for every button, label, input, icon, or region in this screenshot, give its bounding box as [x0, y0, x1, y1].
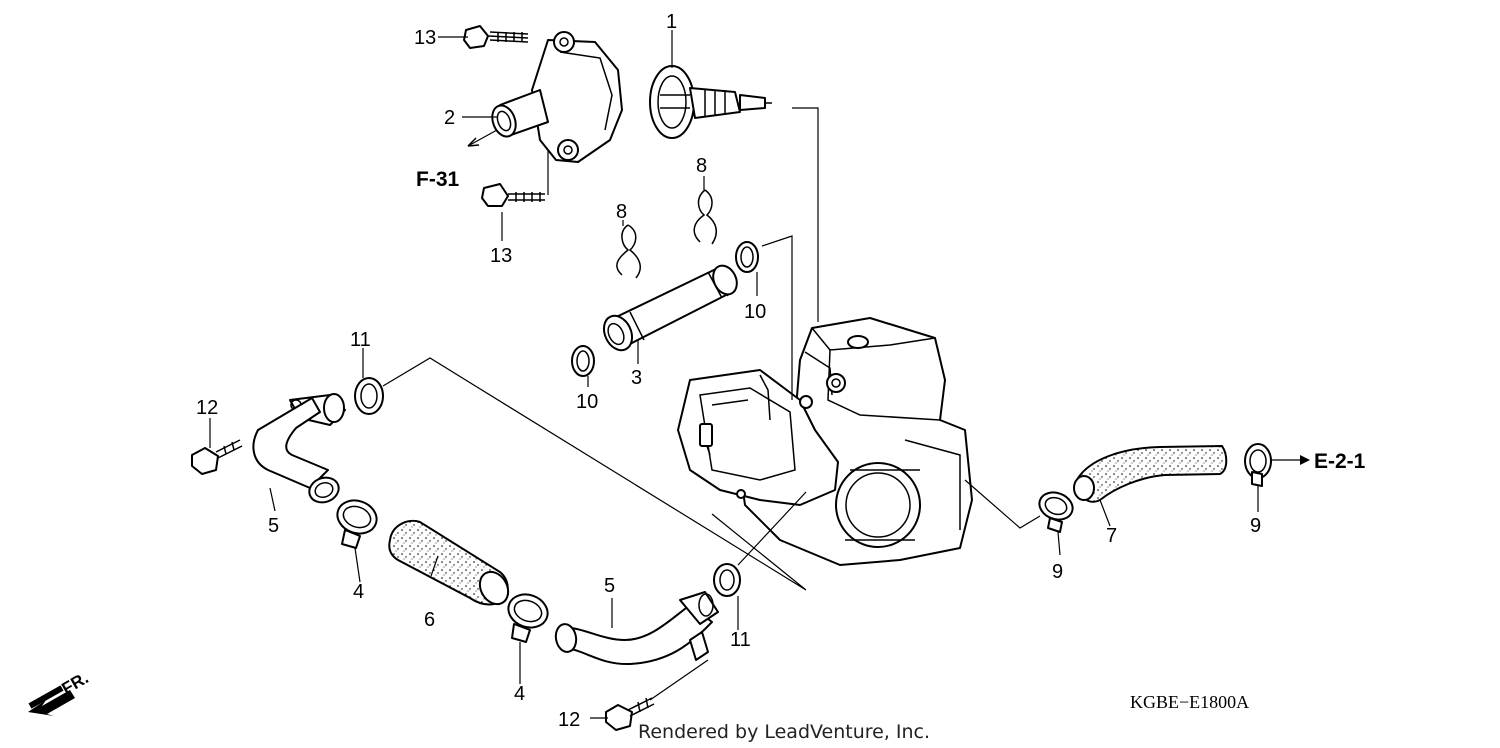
engine-illustration — [677, 317, 973, 566]
water-pipe-5-lower — [554, 591, 719, 666]
callout-8-left: 8 — [616, 201, 627, 223]
thermostat-illustration — [649, 65, 772, 139]
bolt-12-lower — [605, 697, 655, 731]
render-credit: Rendered by LeadVenture, Inc. — [638, 721, 930, 743]
callout-4-upper: 4 — [353, 581, 364, 603]
clamp-4-upper — [336, 499, 378, 549]
callout-5-left: 5 — [268, 515, 279, 537]
callout-7: 7 — [1106, 525, 1117, 547]
callout-2: 2 — [444, 107, 455, 129]
clamp-9-upper — [1244, 443, 1272, 487]
callout-5-lower: 5 — [604, 575, 615, 597]
callout-1: 1 — [666, 11, 677, 33]
bolt-13-upper — [463, 25, 529, 49]
thermostat-cover-illustration — [491, 31, 623, 163]
clamp-4-lower — [507, 593, 549, 643]
callout-4-lower: 4 — [514, 683, 525, 705]
diagram-code: KGBE−E1800A — [1130, 692, 1249, 712]
callout-13-upper: 13 — [414, 27, 436, 49]
callout-10-right: 10 — [744, 301, 766, 323]
callout-11-left: 11 — [350, 329, 371, 351]
o-ring-11-right — [713, 563, 741, 597]
water-pipe-3 — [602, 264, 738, 352]
callout-12-left: 12 — [196, 397, 218, 419]
o-ring-11-left — [354, 377, 384, 415]
callout-8-right: 8 — [696, 155, 707, 177]
reference-f31: F-31 — [416, 168, 460, 191]
callout-11-right: 11 — [730, 629, 751, 651]
callout-13-lower: 13 — [490, 245, 512, 267]
o-ring-10-right — [735, 241, 759, 273]
o-ring-10-left — [571, 345, 595, 377]
front-direction-arrow: FR. — [28, 668, 92, 716]
water-pipe-5-left — [252, 393, 346, 504]
clip-8-right — [693, 189, 718, 245]
callout-12-lower: 12 — [558, 709, 580, 731]
callout-9-lower: 9 — [1052, 561, 1063, 583]
callout-3: 3 — [631, 367, 642, 389]
clip-8-left — [616, 224, 641, 279]
reference-e21: E-2-1 — [1314, 450, 1366, 473]
bolt-12-left — [191, 439, 243, 475]
clamp-9-lower — [1038, 491, 1074, 533]
bolt-13-lower — [481, 183, 545, 207]
callout-10-left: 10 — [576, 391, 598, 413]
hose-7 — [1076, 444, 1228, 503]
leader-lines — [209, 30, 1310, 719]
callout-6: 6 — [424, 609, 435, 631]
callout-9-upper: 9 — [1250, 515, 1261, 537]
